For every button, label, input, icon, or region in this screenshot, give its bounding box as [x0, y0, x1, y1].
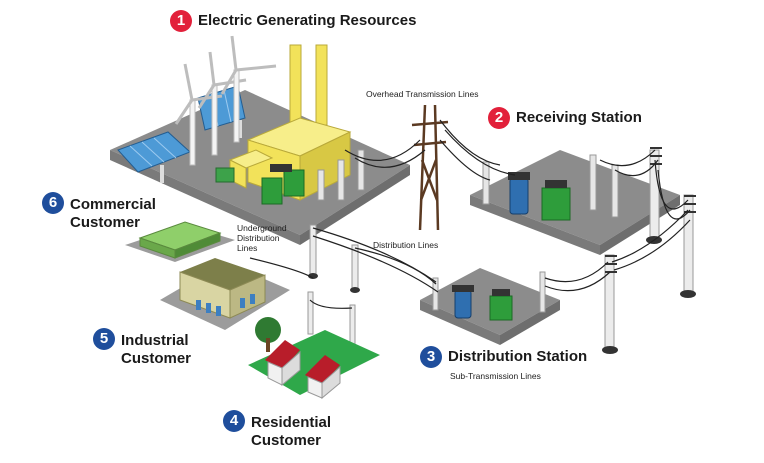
badge-3: 3 [420, 346, 442, 368]
distribution-station-title: Distribution Station [448, 348, 588, 365]
sub-transmission-label: Sub-Transmission Lines [450, 371, 541, 381]
wind-turbines [174, 35, 277, 166]
distribution-station [420, 268, 560, 345]
badge-2: 2 [488, 107, 510, 129]
receiving-station [470, 150, 680, 255]
transmission-tower [411, 104, 449, 231]
smokestack-right [315, 44, 328, 126]
house-right [305, 355, 341, 400]
generating-title: Electric Generating Resources [198, 12, 417, 29]
industrial-title: Industrial Customer [121, 332, 191, 368]
tree [255, 317, 281, 343]
receiving-title: Receiving Station [516, 109, 642, 126]
underground-line1: Underground [237, 223, 287, 233]
badge-1: 1 [170, 10, 192, 32]
residential-line1: Residential [251, 414, 332, 431]
plant-transformers [261, 164, 305, 205]
receiving-transformer-blue [509, 177, 529, 215]
distribution-transformer-blue [454, 289, 472, 319]
industrial-line1: Industrial [121, 332, 189, 349]
generating-plant [110, 35, 410, 245]
power-lines [249, 119, 691, 309]
receiving-ground [470, 150, 680, 245]
commercial-building [125, 221, 235, 262]
badge-5: 5 [93, 328, 115, 350]
distribution-lines-label: Distribution Lines [373, 240, 439, 250]
residential-title: Residential Customer [251, 414, 331, 450]
badge-6: 6 [42, 192, 64, 214]
label-generating: 1 Electric Generating Resources [170, 10, 416, 32]
receiving-transformer-green [541, 187, 571, 221]
label-distribution-station: 3 Distribution Station [420, 346, 587, 368]
badge-4: 4 [223, 410, 245, 432]
commercial-line1: Commercial [70, 196, 156, 213]
label-receiving: 2 Receiving Station [488, 107, 642, 129]
commercial-title: Commercial Customer [70, 196, 156, 232]
underground-lines-label: Underground Distribution Lines [237, 223, 287, 253]
distribution-poles [307, 224, 360, 346]
underground-line2: Distribution [237, 233, 280, 243]
smokestack-left [289, 44, 302, 126]
residential-area [248, 317, 380, 400]
overhead-lines-label: Overhead Transmission Lines [366, 89, 479, 99]
house-left [265, 340, 301, 387]
sub-transmission-poles [602, 147, 696, 354]
industrial-building [160, 258, 290, 330]
industrial-line2: Customer [121, 350, 192, 367]
commercial-line2: Customer [70, 214, 141, 231]
underground-line3: Lines [237, 243, 258, 253]
residential-line2: Customer [251, 432, 322, 449]
distribution-transformer-green [489, 295, 513, 321]
